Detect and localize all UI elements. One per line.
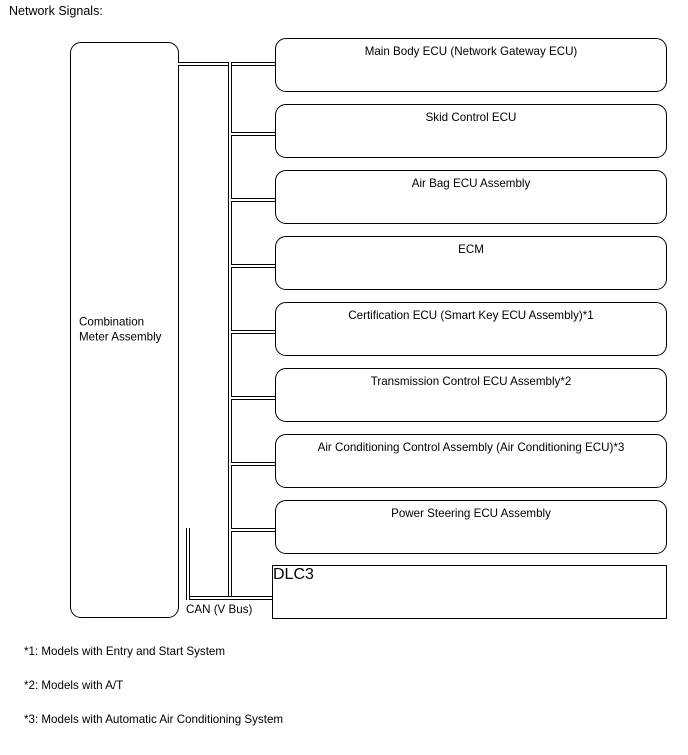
bus-branch-3: [231, 198, 277, 202]
node-label: ECM: [458, 243, 484, 256]
node-certification-ecu: Certification ECU (Smart Key ECU Assembl…: [275, 302, 667, 356]
node-air-conditioning-control-assembly: Air Conditioning Control Assembly (Air C…: [275, 434, 667, 488]
node-label: DLC3: [273, 566, 314, 583]
node-main-body-ecu: Main Body ECU (Network Gateway ECU): [275, 38, 667, 92]
node-label: Combination Meter Assembly: [79, 315, 162, 344]
node-label: Air Conditioning Control Assembly (Air C…: [317, 441, 625, 454]
node-transmission-control-ecu-assembly: Transmission Control ECU Assembly*2: [275, 368, 667, 422]
bus-branch-2: [231, 132, 277, 136]
bus-branch-7: [231, 462, 277, 466]
page-title: Network Signals:: [9, 4, 103, 18]
node-label: Transmission Control ECU Assembly*2: [370, 375, 572, 388]
node-label: Main Body ECU (Network Gateway ECU): [364, 45, 578, 58]
footnote-2: *2: Models with A/T: [24, 679, 124, 692]
bus-branch-9-dlc3: [186, 596, 274, 600]
node-combination-meter-assembly: Combination Meter Assembly: [70, 42, 179, 618]
node-air-bag-ecu-assembly: Air Bag ECU Assembly: [275, 170, 667, 224]
node-label: Skid Control ECU: [425, 111, 517, 124]
node-skid-control-ecu: Skid Control ECU: [275, 104, 667, 158]
node-ecm: ECM: [275, 236, 667, 290]
bus-branch-6: [231, 396, 277, 400]
bus-trunk-lower-jog: [186, 528, 190, 600]
bus-branch-8: [231, 528, 277, 532]
footnote-1: *1: Models with Entry and Start System: [24, 645, 226, 658]
node-power-steering-ecu-assembly: Power Steering ECU Assembly: [275, 500, 667, 554]
node-label: Power Steering ECU Assembly: [391, 507, 551, 520]
bus-trunk-vertical: [228, 62, 232, 600]
node-label: Certification ECU (Smart Key ECU Assembl…: [348, 309, 594, 322]
footnote-3: *3: Models with Automatic Air Conditioni…: [24, 713, 284, 726]
bus-segment-meter-to-trunk: [178, 62, 277, 66]
node-label: Air Bag ECU Assembly: [411, 177, 531, 190]
bus-branch-4: [231, 264, 277, 268]
bus-branch-5: [231, 330, 277, 334]
node-dlc3: DLC3: [272, 565, 667, 619]
bus-label-can-v-bus: CAN (V Bus): [186, 603, 253, 616]
